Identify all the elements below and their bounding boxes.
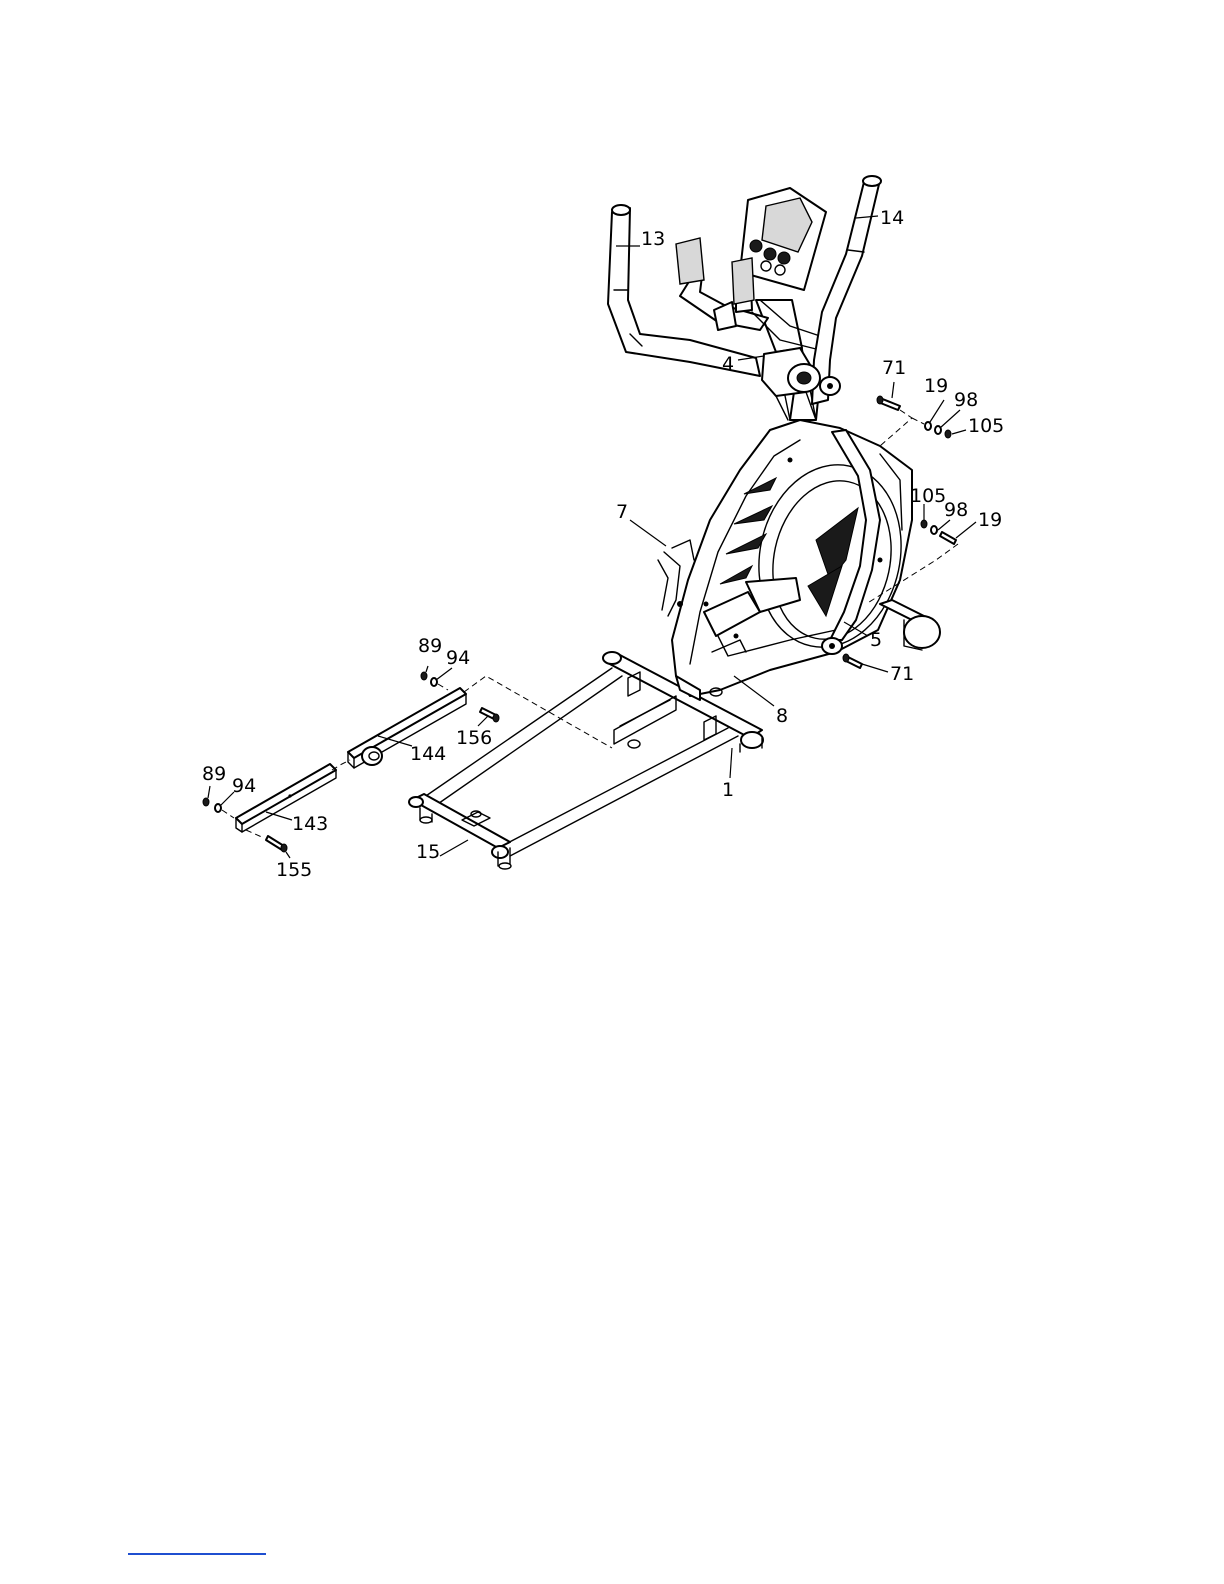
part-label-105-top: 105 xyxy=(968,415,1004,437)
part-label-98-top: 98 xyxy=(954,389,978,411)
part-label-94-lower: 94 xyxy=(232,775,256,797)
footer-link-underline[interactable] xyxy=(128,1553,266,1555)
part-label-4: 4 xyxy=(722,353,734,375)
part-label-1: 1 xyxy=(722,779,734,801)
part-label-71-bottom: 71 xyxy=(890,663,914,685)
hardware-bottom-right xyxy=(843,654,862,668)
part-label-94-upper: 94 xyxy=(446,647,470,669)
part-label-105-mid: 105 xyxy=(910,485,946,507)
part-label-19-mid: 19 xyxy=(978,509,1002,531)
rail-hardware xyxy=(203,672,612,852)
part-label-13: 13 xyxy=(641,228,665,250)
rear-roller xyxy=(880,600,940,650)
part-label-89-lower: 89 xyxy=(202,763,226,785)
part-label-71-top: 71 xyxy=(882,357,906,379)
part-label-8: 8 xyxy=(776,705,788,727)
part-label-98-mid: 98 xyxy=(944,499,968,521)
part-label-143: 143 xyxy=(292,813,328,835)
hardware-top-right xyxy=(877,396,951,446)
part-label-19-top: 19 xyxy=(924,375,948,397)
part-label-14: 14 xyxy=(880,207,904,229)
part-label-89-upper: 89 xyxy=(418,635,442,657)
main-housing xyxy=(672,420,918,700)
part-label-7: 7 xyxy=(616,501,628,523)
part-label-15: 15 xyxy=(416,841,440,863)
part-label-156: 156 xyxy=(456,727,492,749)
part-label-5: 5 xyxy=(870,629,882,651)
part-label-155: 155 xyxy=(276,859,312,881)
part-label-144: 144 xyxy=(410,743,446,765)
rail-144 xyxy=(348,688,466,768)
